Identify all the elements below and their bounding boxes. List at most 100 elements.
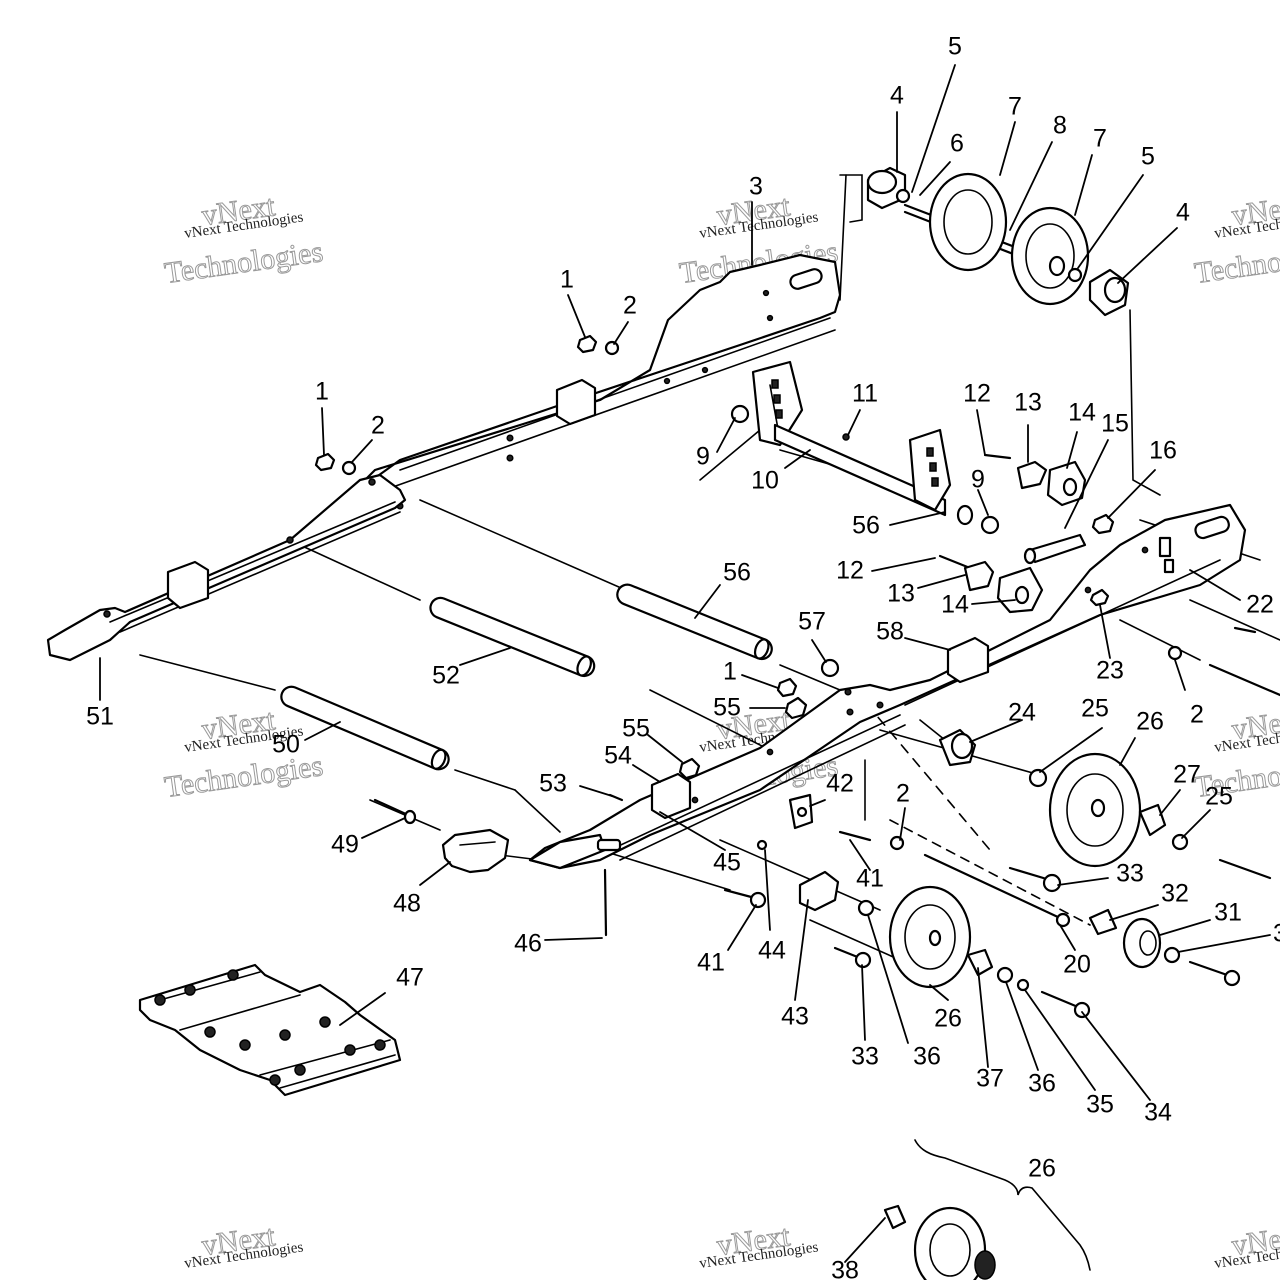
- leader-lines: [99, 64, 1271, 1263]
- front-slide-rail: [46, 473, 407, 662]
- callout-4: 4: [890, 82, 904, 110]
- callout-35: 35: [1086, 1091, 1114, 1119]
- callout-52: 52: [432, 662, 460, 690]
- callout-48: 48: [393, 890, 421, 918]
- callout-2: 2: [1190, 701, 1204, 729]
- callout-43: 43: [781, 1003, 809, 1031]
- small-wheel: [1088, 908, 1162, 969]
- callout-53: 53: [539, 770, 567, 798]
- callout-1: 1: [560, 266, 574, 294]
- callout-27: 27: [1173, 761, 1201, 789]
- track-section: [138, 963, 402, 1097]
- callout-13: 13: [1014, 389, 1042, 417]
- callout-57: 57: [798, 608, 826, 636]
- callout-1: 1: [315, 378, 329, 406]
- callout-33: 33: [1116, 860, 1144, 888]
- callout-51: 51: [86, 703, 114, 731]
- callout-38: 38: [831, 1257, 859, 1280]
- shaft-56: [616, 583, 773, 661]
- callout-8: 8: [1053, 112, 1067, 140]
- callout-12: 12: [836, 557, 864, 585]
- callout-55: 55: [713, 694, 741, 722]
- callout-3: 3: [749, 173, 763, 201]
- callout-24: 24: [1008, 699, 1036, 727]
- watermark: vNext vNext Technologies Technologies: [162, 189, 326, 291]
- watermark: vNext vNext Technologies: [698, 1219, 819, 1272]
- callout-2: 2: [896, 780, 910, 808]
- axle-assembly: [751, 360, 974, 526]
- callout-7: 7: [1008, 93, 1022, 121]
- callout-9: 9: [696, 443, 710, 471]
- watermark: vNext vNext Technologies: [1213, 1219, 1280, 1272]
- callout-labels: 5 4 7 8 6 7 5 4 3 1 2 1 2 11 9 10 12 13 …: [86, 33, 1280, 1280]
- upper-idler-wheels: [866, 166, 1130, 317]
- callout-9: 9: [971, 466, 985, 494]
- idler-wheel-mid: [938, 728, 1167, 868]
- callout-4: 4: [1176, 199, 1190, 227]
- callout-5: 5: [948, 33, 962, 61]
- callout-56: 56: [723, 559, 751, 587]
- callout-16: 16: [1149, 437, 1177, 465]
- callout-56: 56: [852, 512, 880, 540]
- rail-tip-guard: [441, 828, 510, 874]
- idler-wheel-lower: [888, 885, 994, 989]
- callout-2: 2: [371, 412, 385, 440]
- callout-2: 2: [623, 292, 637, 320]
- callout-41: 41: [856, 865, 884, 893]
- shaft-52: [429, 596, 596, 678]
- fasteners: [314, 334, 1189, 992]
- lower-rail-tip: [528, 833, 622, 870]
- callout-46: 46: [514, 930, 542, 958]
- callout-7: 7: [1093, 125, 1107, 153]
- callout-20: 20: [1063, 951, 1091, 979]
- callout-36: 36: [1028, 1070, 1056, 1098]
- callout-32: 32: [1161, 880, 1189, 908]
- callout-15: 15: [1101, 410, 1129, 438]
- callout-14: 14: [941, 591, 969, 619]
- callout-58: 58: [876, 618, 904, 646]
- callout-26: 26: [1136, 708, 1164, 736]
- svg-text:Technologies: Technologies: [162, 235, 325, 290]
- track-cleats: [154, 969, 396, 1089]
- spring-blocks: [963, 460, 1087, 614]
- callout-6: 6: [950, 130, 964, 158]
- callout-1: 1: [723, 658, 737, 686]
- callout-37: 37: [976, 1065, 1004, 1093]
- callout-45: 45: [713, 849, 741, 877]
- callout-47: 47: [396, 964, 424, 992]
- callout-22: 22: [1246, 591, 1274, 619]
- callout-13: 13: [887, 580, 915, 608]
- callout-14: 14: [1068, 399, 1096, 427]
- callout-26: 26: [1028, 1155, 1056, 1183]
- callout-41: 41: [697, 949, 725, 977]
- callout-44: 44: [758, 937, 786, 965]
- rail-brackets: [788, 793, 840, 912]
- callout-36: 36: [913, 1043, 941, 1071]
- watermark: vNext vNext Technologies Technologies: [1192, 189, 1280, 291]
- callout-34: 34: [1144, 1099, 1172, 1127]
- callout-25: 25: [1205, 783, 1233, 811]
- callout-54: 54: [604, 742, 632, 770]
- cross-shafts: [280, 583, 773, 771]
- callout-31: 31: [1214, 899, 1242, 927]
- callout-49: 49: [331, 831, 359, 859]
- callout-26: 26: [934, 1005, 962, 1033]
- callout-42: 42: [826, 770, 854, 798]
- svg-text:Technologies: Technologies: [162, 749, 325, 804]
- callout-5: 5: [1141, 143, 1155, 171]
- callout-10: 10: [751, 467, 779, 495]
- watermark: vNext vNext Technologies: [183, 1219, 304, 1272]
- rail-caps: [166, 378, 990, 820]
- svg-text:Technologies: Technologies: [1192, 235, 1280, 290]
- callout-11: 11: [852, 380, 878, 408]
- idler-wheel-detail: [883, 1139, 1091, 1280]
- shaft-50: [280, 685, 450, 771]
- callout-3x: 3: [1273, 920, 1280, 948]
- callout-25: 25: [1081, 695, 1109, 723]
- callout-12: 12: [963, 380, 991, 408]
- callout-50: 50: [272, 731, 300, 759]
- callout-23: 23: [1096, 657, 1124, 685]
- callout-33: 33: [851, 1043, 879, 1071]
- callout-55: 55: [622, 715, 650, 743]
